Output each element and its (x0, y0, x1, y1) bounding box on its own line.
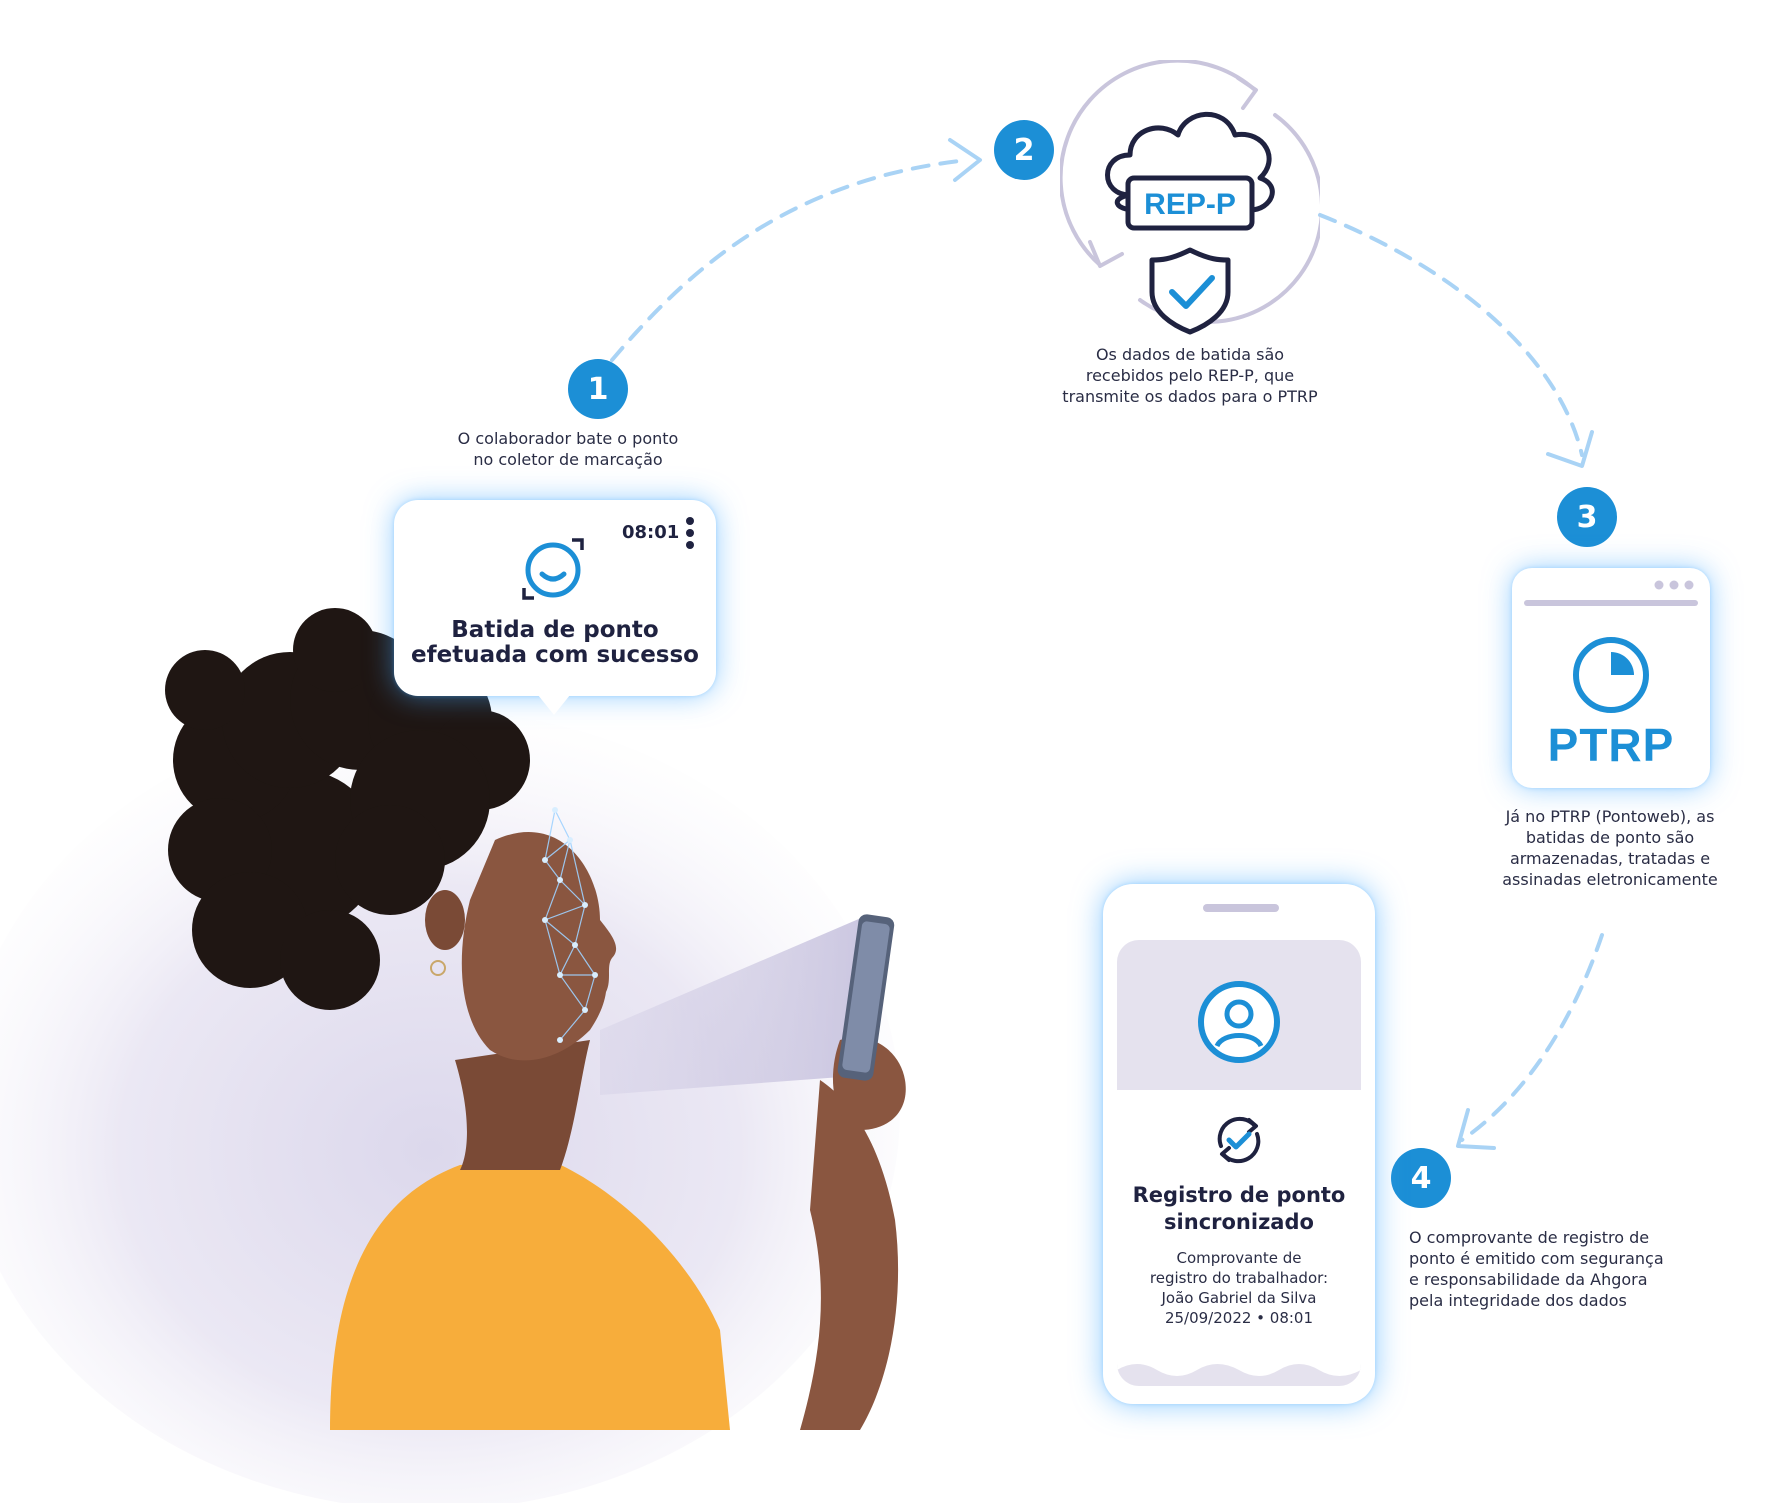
arrowhead-2 (948, 138, 982, 182)
step-2-caption-line-3: transmite os dados para o PTRP (1062, 387, 1318, 406)
step-1-caption-line-2: no coletor de marcação (473, 450, 663, 469)
user-avatar-icon (1198, 981, 1280, 1063)
receipt-panel: Registro de ponto sincronizado Comprovan… (1117, 1090, 1361, 1386)
person-shirt (330, 1160, 730, 1430)
step-2-caption: Os dados de batida são recebidos pelo RE… (1040, 344, 1340, 407)
phone-screen: Registro de ponto sincronizado Comprovan… (1117, 940, 1361, 1386)
rep-p-illustration (1060, 60, 1320, 335)
receipt-title-line-1: Registro de ponto (1132, 1183, 1346, 1207)
receipt-line-2: registro do trabalhador: (1149, 1269, 1329, 1287)
step-3-caption-line-1: Já no PTRP (Pontoweb), as (1505, 807, 1715, 826)
collector-time: 08:01 (622, 522, 680, 543)
step-1-caption-line-1: O colaborador bate o ponto (457, 429, 679, 448)
collector-title-line-2: efetuada com sucesso (411, 642, 699, 668)
step-3-caption: Já no PTRP (Pontoweb), as batidas de pon… (1470, 806, 1750, 890)
person-neck (455, 1040, 590, 1170)
ptrp-label: PTRP (1547, 719, 1675, 771)
step-2-caption-line-1: Os dados de batida são (1095, 345, 1285, 364)
receipt-title-line-2: sincronizado (1164, 1210, 1314, 1234)
clock-quarter-icon (1573, 637, 1649, 713)
step-2-badge: 2 (994, 120, 1054, 180)
sync-check-icon (1217, 1116, 1261, 1164)
receipt-line-3: João Gabriel da Silva (1161, 1289, 1317, 1307)
receipt-line-1: Comprovante de (1176, 1249, 1302, 1267)
ptrp-card: PTRP (1512, 568, 1710, 788)
step-4-caption-line-3: e responsabilidade da Ahgora (1409, 1270, 1648, 1289)
person-ear (425, 890, 465, 950)
scan-beam (600, 915, 868, 1095)
arrow-2-to-3 (1318, 213, 1584, 457)
person-earring (430, 960, 446, 976)
collector-title-line-1: Batida de ponto (451, 617, 659, 643)
step-4-badge: 4 (1391, 1148, 1451, 1208)
receipt-wavy-edge (1117, 1364, 1361, 1386)
step-2-caption-line-2: recebidos pelo REP-P, que (1085, 366, 1295, 385)
step-3-badge: 3 (1557, 487, 1617, 547)
phone-speaker (1203, 904, 1279, 912)
arrowhead-4 (1456, 1108, 1496, 1150)
face-mesh-points (542, 807, 598, 1043)
person-arm (800, 1080, 899, 1430)
more-vertical-icon[interactable] (684, 516, 696, 550)
step-4-caption-line-4: pela integridade dos dados (1409, 1291, 1627, 1310)
step-4-caption-line-1: O comprovante de registro de (1409, 1228, 1650, 1247)
collector-title: Batida de ponto efetuada com sucesso (394, 618, 716, 668)
step-4-caption: O comprovante de registro de ponto é emi… (1409, 1227, 1729, 1311)
window-dots-icon (1654, 580, 1694, 590)
collector-card: 08:01 Batida de ponto efetuada com suces… (394, 500, 716, 696)
ptrp-window-bar (1524, 600, 1698, 606)
receipt-phone: Registro de ponto sincronizado Comprovan… (1103, 884, 1375, 1404)
arrowhead-3 (1546, 430, 1594, 468)
receipt-line-4: 25/09/2022 • 08:01 (1164, 1309, 1314, 1327)
face-scan-icon (522, 538, 584, 600)
step-3-caption-line-3: armazenadas, tratadas e (1509, 849, 1711, 868)
collector-card-tail (538, 695, 570, 715)
receipt-title: Registro de ponto sincronizado (1117, 1182, 1361, 1236)
arrow-3-to-4 (1460, 933, 1604, 1142)
step-1-badge: 1 (568, 359, 628, 419)
arrow-1-to-2 (610, 158, 970, 362)
person-face (461, 831, 617, 1061)
receipt-details: Comprovante de registro do trabalhador: … (1117, 1248, 1361, 1328)
rep-p-label: REP-P (1144, 188, 1236, 221)
rep-p-label-box (1125, 175, 1255, 231)
step-3-caption-line-4: assinadas eletronicamente (1502, 870, 1718, 889)
held-phone-screen (842, 921, 890, 1073)
step-3-caption-line-2: batidas de ponto são (1525, 828, 1695, 847)
step-4-caption-line-2: ponto é emitido com segurança (1409, 1249, 1664, 1268)
shield-check-icon (1149, 247, 1231, 335)
step-1-caption: O colaborador bate o ponto no coletor de… (428, 428, 708, 470)
